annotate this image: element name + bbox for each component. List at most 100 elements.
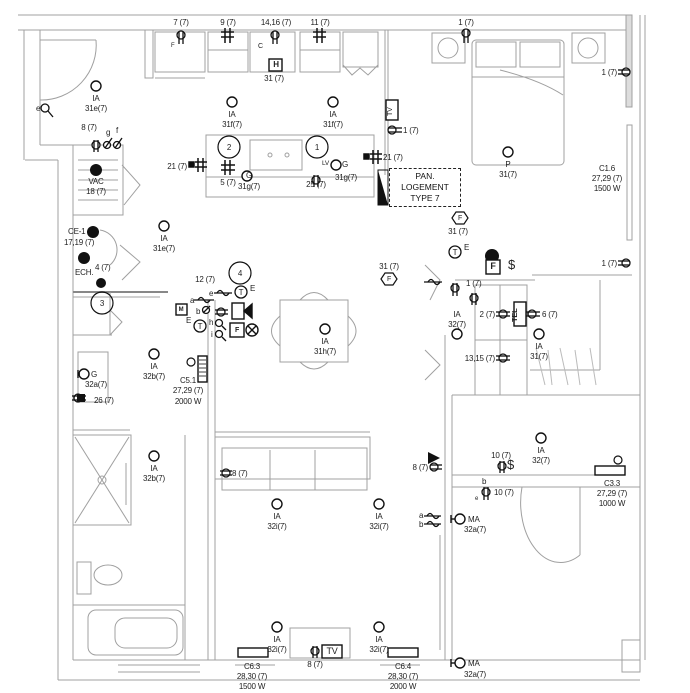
heater-name: C5.1 — [179, 376, 197, 385]
outlet-label: 21 (7) — [167, 162, 187, 171]
light-ref: 31e(7) — [85, 104, 107, 113]
outlet-label: 8 (7) — [232, 469, 248, 478]
light-ref: 31f(7) — [323, 120, 343, 129]
lv-label: LV — [322, 160, 330, 167]
switch-letter: b — [419, 520, 424, 529]
thermostat-icon — [193, 319, 207, 333]
light-icon — [148, 348, 160, 360]
ma-label: MA — [468, 659, 480, 668]
outlet-label: 12 (7) — [195, 275, 215, 284]
outlet-icon — [496, 309, 510, 319]
outlet-label: 26 (7) — [94, 396, 114, 405]
outlet-label: 10 (7) — [494, 488, 514, 497]
outlet-label: 8 (7) — [81, 123, 97, 132]
outlet-icon — [176, 30, 186, 44]
light-icon — [271, 621, 283, 633]
light-ref: 32(7) — [532, 456, 550, 465]
tv-box-bottom — [321, 644, 343, 659]
light-ref: 32i(7) — [369, 522, 389, 531]
outlet-icon — [310, 646, 320, 658]
vac-ref: 18 (7) — [86, 187, 106, 196]
light-icon — [502, 146, 514, 158]
outlet-icon — [450, 283, 460, 296]
outlet-icon — [270, 30, 280, 44]
switch-letter: i — [211, 330, 213, 339]
heater-power: 2000 W — [174, 397, 202, 406]
thermostat-sup: E — [250, 284, 256, 293]
data-outlet-icon — [221, 28, 234, 43]
m-symbol: M — [178, 307, 184, 313]
light-icon — [158, 220, 170, 232]
heater-name: C6.4 — [394, 662, 412, 671]
light-ref: 31e(7) — [153, 244, 175, 253]
outlet-label: 1 (7) — [403, 126, 419, 135]
light-ref: 32b(7) — [143, 474, 165, 483]
outlet-icon — [215, 307, 228, 317]
circuit-circle-4 — [228, 261, 252, 285]
outlet-icon — [387, 125, 402, 135]
outlet-label: 8 (7) — [412, 463, 429, 472]
outlet-icon — [469, 293, 479, 305]
light-name: IA — [150, 362, 158, 371]
tel-box — [513, 301, 527, 327]
ech-label: ECH. — [75, 268, 94, 277]
outlet-icon — [496, 353, 510, 363]
switch-letter: e — [36, 104, 41, 113]
ma-ref: 32a(7) — [464, 670, 486, 679]
outlet-icon — [618, 67, 631, 77]
switch-icon — [102, 137, 113, 150]
switch-letter: b — [482, 477, 487, 486]
light-ref: 32b(7) — [143, 372, 165, 381]
light-ref: 32i(7) — [369, 645, 389, 654]
light-ref: 32i(7) — [267, 645, 287, 654]
three-way-switch-icon — [424, 278, 442, 286]
dryer-outlet-icon — [96, 278, 106, 288]
f-box — [485, 259, 501, 275]
smoke-ref: 31 (7) — [379, 262, 399, 271]
light-icon — [535, 432, 547, 444]
outlet-label: 5 (7) — [220, 178, 236, 187]
exhaust-fan-icon — [78, 252, 90, 264]
outlet-label: 1 (7) — [601, 259, 618, 268]
heater-name: C3.3 — [603, 479, 621, 488]
light-icon — [148, 450, 160, 462]
ce1-label: CE-1 — [68, 227, 86, 236]
tv-symbol: TV — [387, 107, 394, 116]
outlet-label: 2 (7) — [479, 310, 496, 319]
tv-box — [385, 99, 399, 121]
thermostat-label: T — [197, 322, 203, 331]
outlet-label: 21 (7) — [383, 153, 403, 162]
fan-box — [229, 322, 245, 338]
light-ref: 31g(7) — [238, 182, 260, 191]
heater-ref: 28,30 (7) — [236, 672, 268, 681]
outlet-label: 4 (7) — [95, 263, 111, 272]
ce1-ref: 17,19 (7) — [64, 238, 95, 247]
circle-number: 4 — [237, 269, 243, 278]
outlet-icon — [526, 309, 540, 319]
light-name: IA — [228, 110, 236, 119]
switch-letter: b — [196, 307, 201, 316]
light-ref: 31f(7) — [222, 120, 242, 129]
data-outlet-icon — [188, 158, 207, 172]
thermostat-small-icon — [613, 455, 623, 465]
light-icon — [454, 513, 466, 525]
closet-hatch — [535, 347, 597, 386]
light-icon — [451, 328, 463, 340]
light-icon — [78, 368, 90, 380]
outlet-icon — [311, 175, 321, 187]
ma-ref: 32a(7) — [464, 525, 486, 534]
light-icon — [241, 170, 253, 182]
outlet-label: 1 (7) — [466, 279, 482, 288]
light-name: G — [91, 370, 98, 379]
tv-symbol: TV — [326, 646, 338, 656]
light-name: IA — [160, 234, 168, 243]
heater-ref: 27,29 (7) — [591, 174, 623, 183]
thermostat-label: T — [452, 248, 458, 257]
switch-icon — [214, 329, 227, 342]
smoke-detector-icon — [380, 272, 398, 286]
outlet-label: 13,15 (7) — [464, 354, 495, 363]
heater-name: C1.6 — [598, 164, 616, 173]
heater-name: C6.3 — [243, 662, 261, 671]
chime-icon — [428, 452, 440, 464]
light-ref: 32(7) — [448, 320, 466, 329]
